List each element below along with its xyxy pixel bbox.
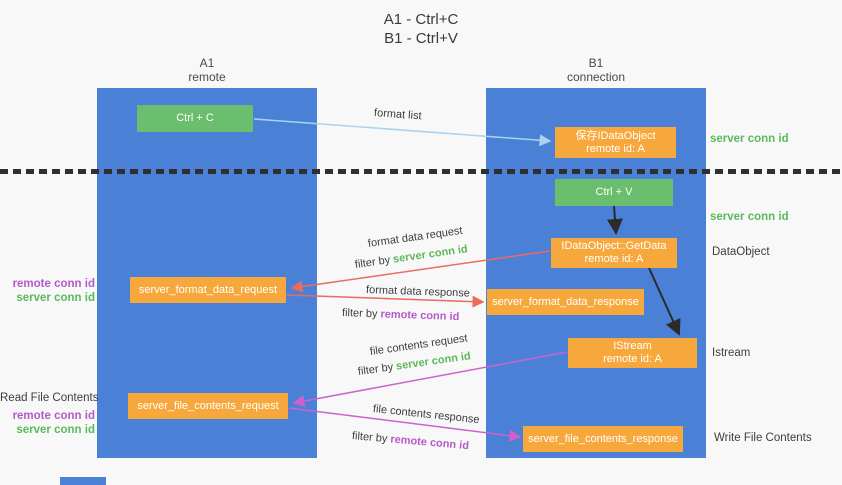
istream-line2: remote id: A	[603, 353, 662, 365]
filter-server-conn-id: server conn id	[395, 350, 472, 373]
node-idataobject-getdata: IDataObject::GetData remote id: A	[551, 238, 677, 268]
label-server-conn-id-left-top: server conn id	[16, 292, 95, 304]
label-write-file-contents: Write File Contents	[714, 432, 812, 444]
lane-b1-title: B1	[588, 56, 604, 70]
label-server-conn-id-mid: server conn id	[710, 211, 789, 223]
node-istream: IStream remote id: A	[568, 338, 697, 368]
label-format-data-response: format data response	[365, 284, 471, 300]
save-dataobject-line2: remote id: A	[586, 142, 645, 155]
diagram-title: A1 - Ctrl+C B1 - Ctrl+V	[0, 10, 842, 48]
file-request-label: server_file_contents_request	[137, 399, 279, 412]
label-istream: Istream	[712, 347, 751, 359]
lane-header-a1: A1 remote	[97, 56, 317, 84]
filter-remote-conn-id: remote conn id	[389, 433, 470, 453]
node-server-file-contents-response: server_file_contents_response	[523, 426, 683, 452]
label-read-file-contents: Read File Contents	[0, 392, 99, 404]
label-dataobject: DataObject	[712, 246, 770, 258]
label-server-conn-id-left-bottom: server conn id	[16, 424, 95, 436]
lane-a1-title: A1	[199, 56, 215, 70]
label-format-data-response-filter: filter by remote conn id	[342, 307, 460, 323]
lane-a1-subtitle: remote	[188, 70, 226, 84]
ctrl-v-label: Ctrl + V	[595, 186, 633, 198]
save-dataobject-line1: 保存IDataObject	[575, 129, 656, 142]
file-response-label: server_file_contents_response	[528, 432, 678, 445]
filter-server-conn-id: server conn id	[392, 243, 469, 266]
node-ctrl-c: Ctrl + C	[137, 105, 253, 132]
node-server-file-contents-request: server_file_contents_request	[128, 393, 288, 419]
node-save-dataobject: 保存IDataObject remote id: A	[555, 127, 676, 158]
filter-by-prefix: filter by	[351, 430, 391, 446]
istream-line1: IStream	[613, 340, 652, 352]
getdata-line1: IDataObject::GetData	[561, 240, 667, 252]
title-line-2: B1 - Ctrl+V	[384, 30, 458, 47]
label-file-contents-response-filter: filter by remote conn id	[351, 430, 469, 452]
format-response-label: server_format_data_response	[492, 295, 639, 308]
ctrl-c-label: Ctrl + C	[176, 112, 214, 124]
label-remote-conn-id-left-top: remote conn id	[12, 278, 95, 290]
title-line-1: A1 - Ctrl+C	[383, 11, 459, 28]
label-file-contents-response: file contents response	[372, 403, 481, 427]
filter-by-prefix: filter by	[354, 253, 394, 271]
session-divider-dotted-line	[0, 169, 842, 174]
format-request-label: server_format_data_request	[138, 283, 278, 296]
lane-header-b1: B1 connection	[486, 56, 706, 84]
lane-b1-subtitle: connection	[566, 70, 626, 84]
label-remote-conn-id-left-bottom: remote conn id	[12, 410, 95, 422]
filter-by-prefix: filter by	[341, 307, 381, 321]
filter-by-prefix: filter by	[357, 360, 397, 378]
filter-remote-conn-id: remote conn id	[380, 308, 460, 324]
getdata-line2: remote id: A	[584, 253, 644, 265]
node-server-format-data-request: server_format_data_request	[130, 277, 286, 303]
node-server-format-data-response: server_format_data_response	[487, 289, 644, 315]
bottom-blue-strip	[60, 477, 106, 485]
label-format-list: format list	[373, 107, 422, 123]
label-server-conn-id-top: server conn id	[710, 133, 789, 145]
node-ctrl-v: Ctrl + V	[555, 179, 673, 206]
